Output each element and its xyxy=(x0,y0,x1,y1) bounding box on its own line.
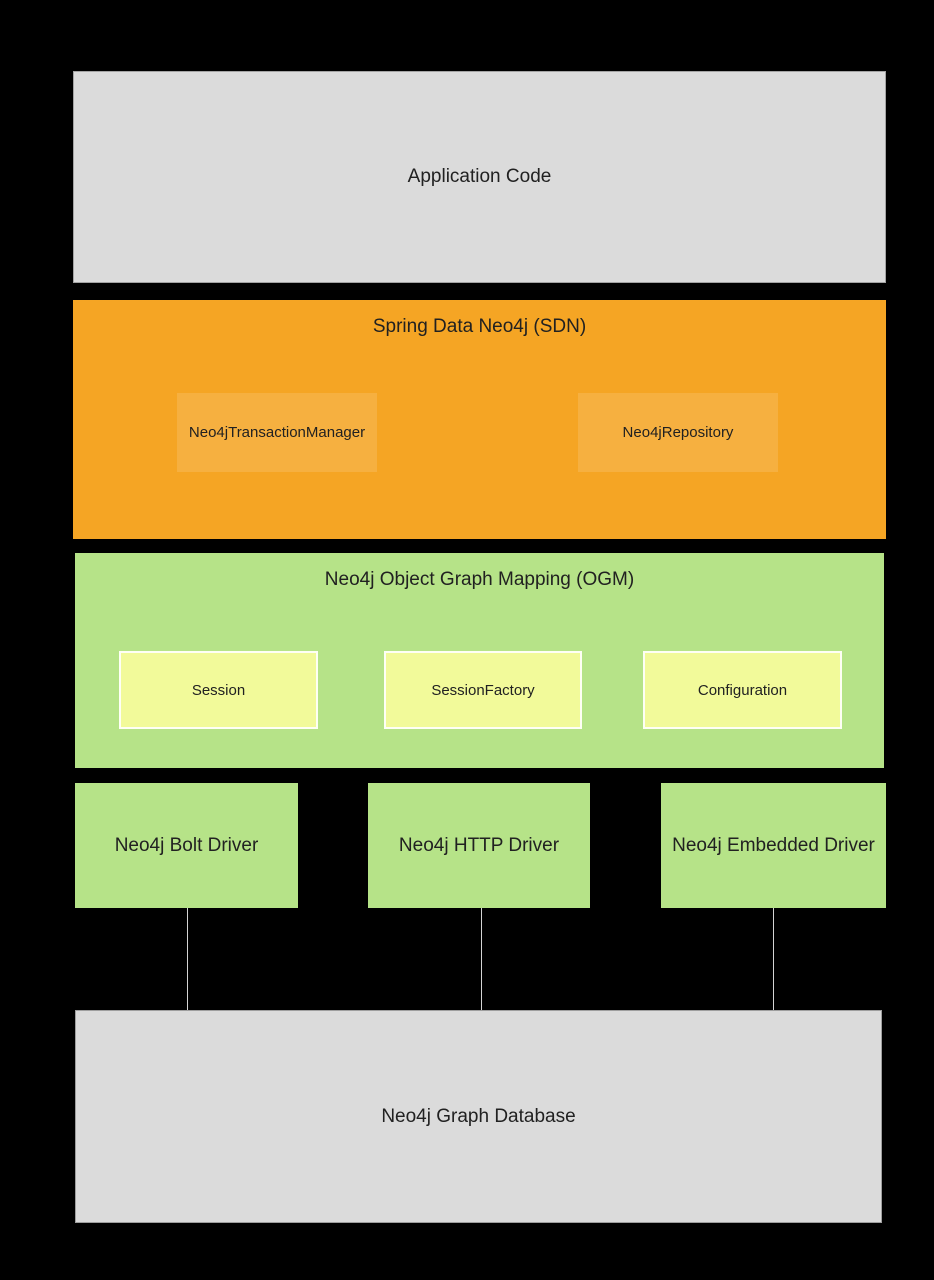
application-code-box: Application Code xyxy=(73,71,886,283)
transaction-manager-label: Neo4jTransactionManager xyxy=(188,424,366,441)
repository-label: Neo4jRepository xyxy=(622,424,734,441)
configuration-label: Configuration xyxy=(697,681,788,699)
bolt-driver-box: Neo4j Bolt Driver xyxy=(75,783,298,908)
embedded-driver-box: Neo4j Embedded Driver xyxy=(661,783,886,908)
graph-database-label: Neo4j Graph Database xyxy=(381,1105,576,1127)
ogm-box: Neo4j Object Graph Mapping (OGM) Session… xyxy=(75,553,884,768)
graph-database-box: Neo4j Graph Database xyxy=(75,1010,882,1223)
session-label: Session xyxy=(191,681,246,699)
embedded-driver-label: Neo4j Embedded Driver xyxy=(672,834,875,856)
transaction-manager-box: Neo4jTransactionManager xyxy=(177,393,377,472)
configuration-box: Configuration xyxy=(643,651,842,729)
http-driver-label: Neo4j HTTP Driver xyxy=(398,834,560,856)
session-box: Session xyxy=(119,651,318,729)
bolt-driver-label: Neo4j Bolt Driver xyxy=(114,834,259,856)
embedded-driver-connector-line xyxy=(773,908,774,1010)
sdn-title: Spring Data Neo4j (SDN) xyxy=(372,316,587,337)
session-factory-label: SessionFactory xyxy=(431,681,535,699)
application-code-label: Application Code xyxy=(407,166,552,187)
repository-box: Neo4jRepository xyxy=(578,393,778,472)
session-factory-box: SessionFactory xyxy=(384,651,582,729)
http-driver-box: Neo4j HTTP Driver xyxy=(368,783,590,908)
http-driver-connector-line xyxy=(481,908,482,1010)
sdn-box: Spring Data Neo4j (SDN) Neo4jTransaction… xyxy=(73,300,886,539)
bolt-driver-connector-line xyxy=(187,908,188,1010)
ogm-title: Neo4j Object Graph Mapping (OGM) xyxy=(324,569,635,590)
